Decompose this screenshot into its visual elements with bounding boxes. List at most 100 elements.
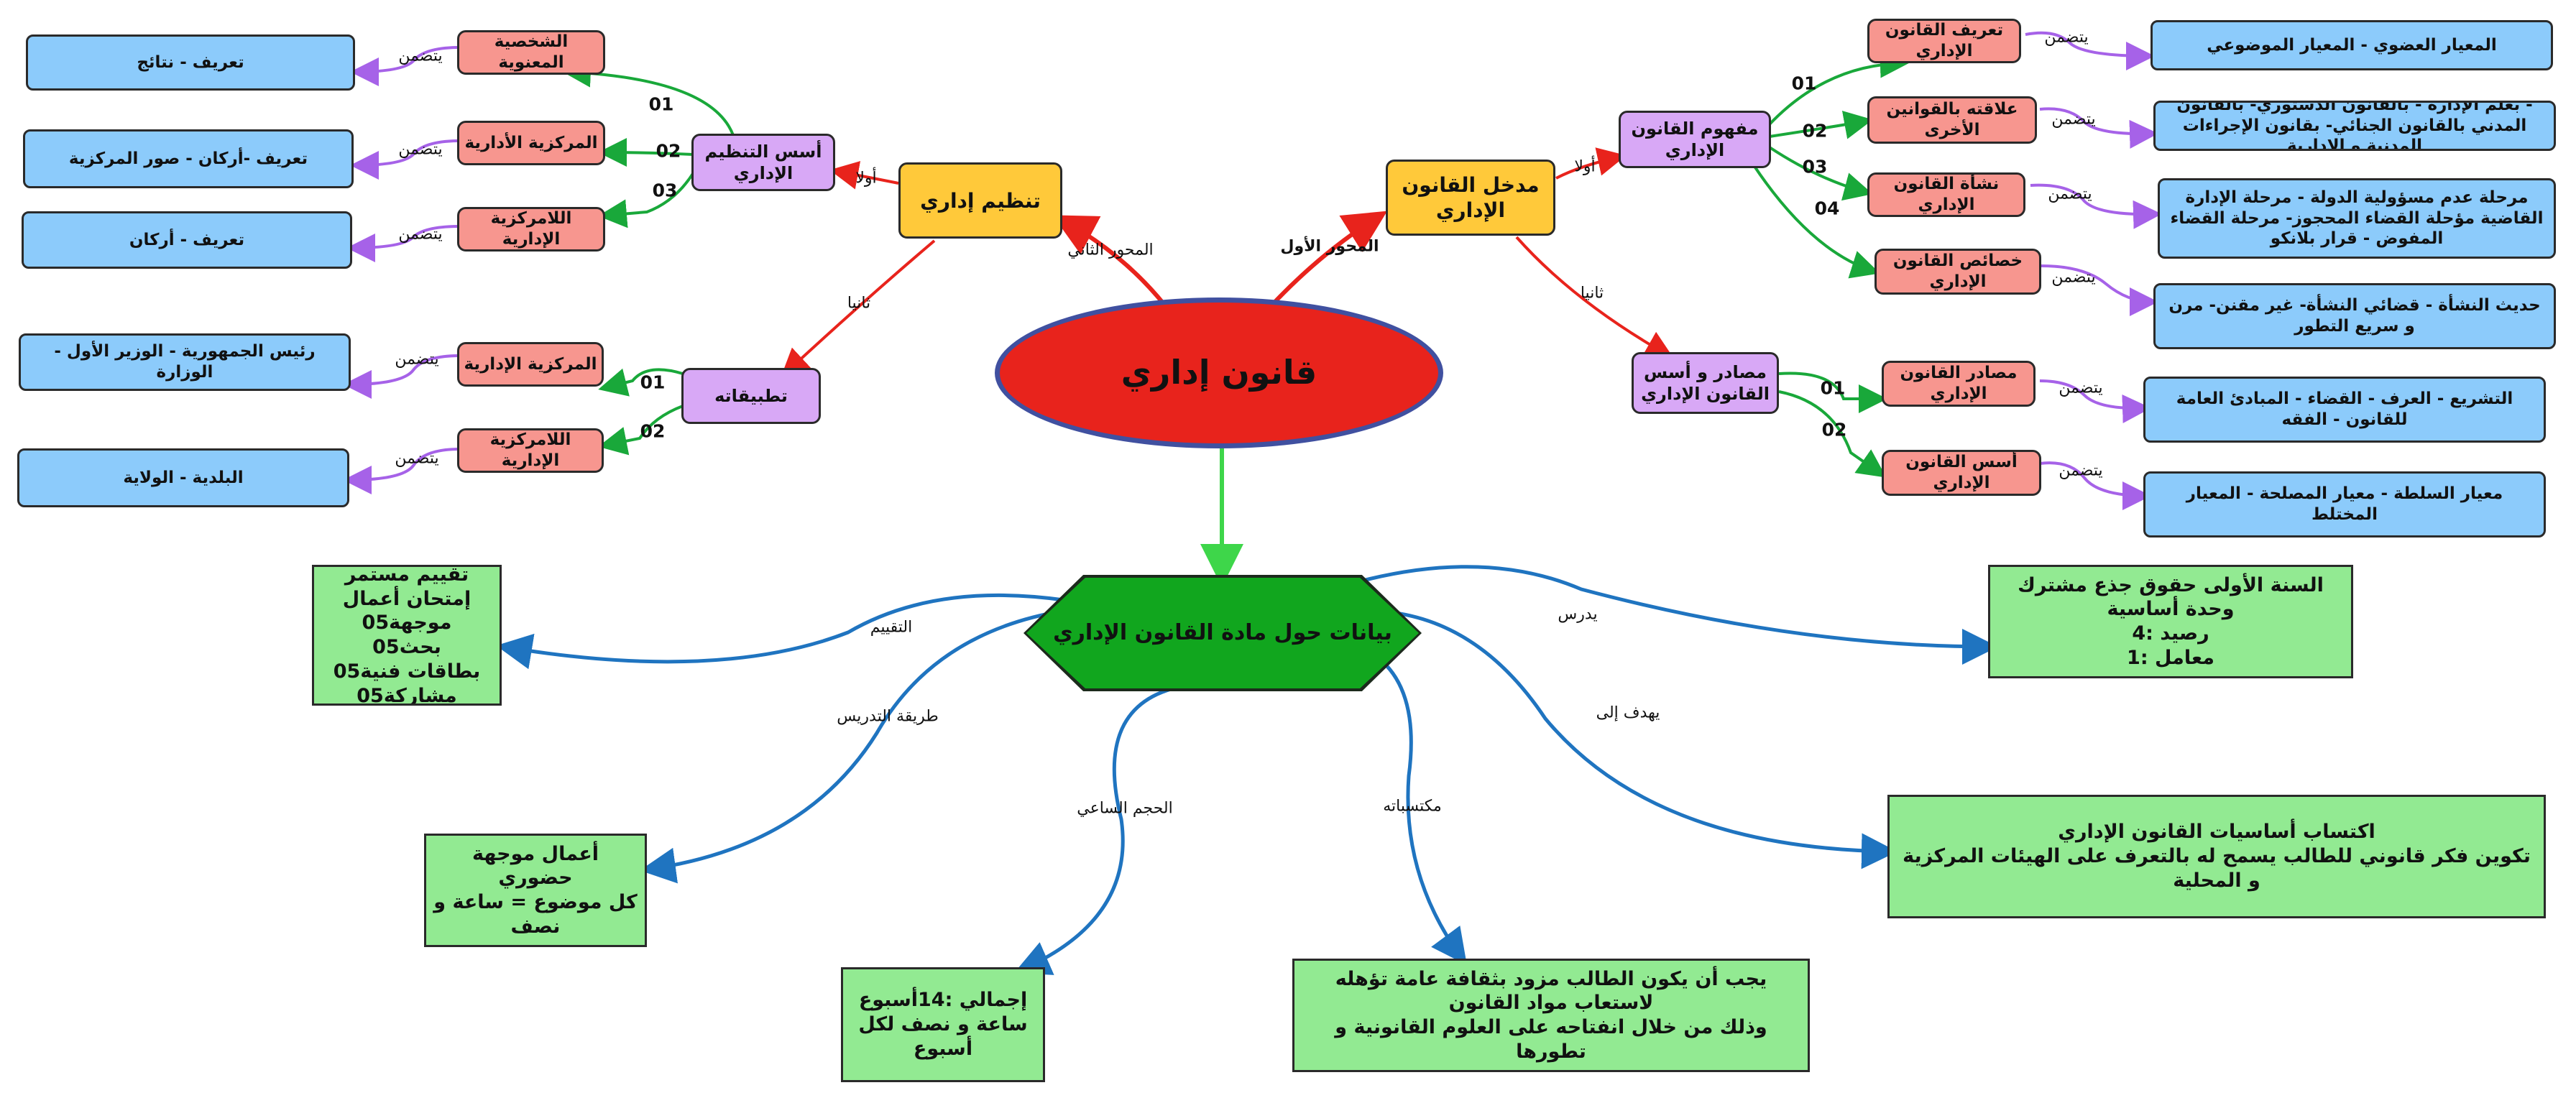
link-course-aims	[1365, 609, 1898, 869]
app-num-1: 01	[640, 372, 666, 393]
course-studied-label: يدرس	[1558, 605, 1598, 624]
concept-detail-4: حديث النشأة - قضائي النشأة- غير مقنن- مر…	[2153, 283, 2556, 349]
concept-item-4[interactable]: خصائص القانون الإداري	[1874, 249, 2041, 295]
link-concept-2	[1769, 111, 1873, 139]
link-inc-f1	[350, 46, 461, 86]
app-num-2: 02	[640, 420, 666, 442]
link-concept-3	[1768, 146, 1873, 201]
found-item-2[interactable]: المركزية الأدارية	[457, 121, 605, 165]
found-item-3[interactable]: اللامركزية الإدارية	[457, 207, 605, 252]
app-detail-1-text: رئيس الجمهورية - الوزير الأول - الوزارة	[54, 342, 316, 382]
axis2-title: تنظيم إداري	[920, 188, 1041, 213]
concept-detail-3: مرحلة عدم مسؤولية الدولة - مرحلة الإدارة…	[2158, 178, 2556, 259]
found-includes-2: يتضمن	[398, 140, 443, 159]
concept-num-2: 02	[1802, 120, 1828, 142]
sources-item-1[interactable]: مصادر القانون الإداري	[1882, 361, 2036, 407]
prereq-line-1: يجب أن يكون الطالب مزود بثقافة عامة تؤهل…	[1335, 967, 1767, 1015]
link-axis2-applications	[781, 239, 936, 378]
concept-item-3[interactable]: نشأة القانون الإداري	[1867, 172, 2025, 217]
concept-num-3: 03	[1802, 156, 1828, 177]
link-sources-2	[1778, 390, 1887, 478]
app-detail-1: رئيس الجمهورية - الوزير الأول - الوزارة	[19, 333, 351, 391]
concept-includes-4: يتضمن	[2051, 268, 2096, 287]
link-concept-4	[1752, 164, 1880, 279]
concept-item-1[interactable]: تعريف القانون الإداري	[1867, 19, 2021, 63]
concept-detail-1-text: المعيار العضوي - المعيار الموضوعي	[2207, 35, 2497, 55]
sources-detail-2: معيار السلطة - معيار المصلحة - المعيار ا…	[2143, 471, 2546, 538]
hours-line-1: إجمالي :14أسبوع	[858, 989, 1028, 1012]
link-inc-a2	[343, 448, 461, 494]
axis1-title: مدخل القانون الإداري	[1402, 173, 1540, 222]
course-studied-box: السنة الأولى حقوق جذع مشترك وحدة أساسية …	[1988, 565, 2353, 678]
link-axis1-sources	[1515, 236, 1674, 359]
concept-includes-2: يتضمن	[2051, 110, 2096, 129]
found-detail-3-text: تعريف - أركان	[129, 230, 245, 249]
aims-line-2: تكوين فكر قانوني للطالب يسمح له بالتعرف …	[1903, 845, 2531, 892]
eval-line-5: مشاركة05	[356, 684, 457, 706]
found-num-3: 03	[652, 180, 678, 201]
app-detail-2-text: البلدية - الولاية	[123, 468, 244, 487]
axis2-node[interactable]: تنظيم إداري	[898, 162, 1062, 239]
eval-line-3: بحث05	[372, 636, 441, 658]
link-center-axis2	[1052, 215, 1167, 306]
course-title: بيانات حول مادة القانون الإداري	[1053, 620, 1392, 646]
app-includes-1: يتضمن	[395, 350, 439, 369]
concept-includes-3: يتضمن	[2048, 185, 2092, 203]
link-inc-a1	[343, 354, 461, 399]
sources-includes-2: يتضمن	[2058, 461, 2103, 480]
axis1-node[interactable]: مدخل القانون الإداري	[1386, 160, 1555, 236]
course-prereq-label: مكتسباته	[1383, 797, 1442, 816]
app-item-1[interactable]: المركزية الإدارية	[457, 342, 604, 387]
applications-title: تطبيقاته	[714, 386, 788, 406]
edge-label-axis2: المحور الثاني	[1067, 241, 1154, 259]
axis1-first-label: أولا	[1574, 157, 1596, 176]
app-item-2[interactable]: اللامركزية الإدارية	[457, 428, 604, 473]
aims-line-1: اكتساب أساسيات القانون الإداري	[2058, 821, 2375, 844]
method-line-2: حضوري	[498, 867, 573, 890]
link-course-method	[640, 609, 1064, 884]
concept-item-4-title: خصائص القانون الإداري	[1892, 252, 2023, 291]
app-item-1-title: المركزية الإدارية	[464, 354, 597, 374]
sources-item-1-title: مصادر القانون الإداري	[1900, 364, 2018, 403]
concept-num-1: 01	[1791, 73, 1817, 94]
axis2-second-label: ثانيا	[847, 294, 871, 313]
found-item-2-title: المركزية الأدارية	[464, 133, 598, 152]
found-num-2: 02	[656, 140, 681, 162]
found-item-3-title: اللامركزية الإدارية	[490, 209, 572, 249]
concept-title: مفهوم القانون الإداري	[1631, 119, 1759, 160]
edge-label-axis1: المحور الأول	[1280, 237, 1379, 256]
applications-node[interactable]: تطبيقاته	[681, 368, 821, 424]
link-found-1	[562, 58, 735, 136]
link-axis1-concept	[1555, 147, 1627, 180]
prereq-line-2: وذلك من خلال انفتاحه على العلوم القانوني…	[1335, 1016, 1767, 1063]
studied-line-2: وحدة أساسية	[2107, 598, 2235, 621]
eval-line-1: تقييم مستمر	[344, 565, 469, 586]
sources-title: مصادر و أسس القانون الإداري	[1641, 362, 1770, 404]
concept-item-3-title: نشأة القانون الإداري	[1893, 175, 2000, 214]
course-prereq-box: يجب أن يكون الطالب مزود بثقافة عامة تؤهل…	[1292, 959, 1810, 1072]
sources-num-1: 01	[1820, 377, 1846, 399]
link-center-axis1	[1270, 211, 1388, 307]
link-axis2-foundations	[829, 161, 899, 190]
link-app-2	[598, 405, 684, 456]
course-method-box: أعمال موجهة حضوري كل موضوع = ساعة و نصف	[424, 834, 647, 947]
central-node[interactable]: قانون إداري	[995, 297, 1443, 448]
method-line-1: أعمال موجهة	[472, 842, 599, 865]
link-inc-s2	[2039, 461, 2151, 510]
link-course-studied	[1343, 565, 1998, 665]
app-detail-2: البلدية - الولاية	[17, 448, 349, 507]
course-method-label: طريقة التدريس	[837, 707, 939, 726]
course-node[interactable]: بيانات حول مادة القانون الإداري	[1026, 578, 1419, 688]
found-item-1[interactable]: الشخصية المعنوية	[457, 30, 605, 75]
sources-item-2[interactable]: أسس القانون الإداري	[1882, 450, 2041, 496]
link-inc-f2	[350, 139, 461, 180]
link-found-3	[598, 171, 695, 229]
studied-line-1: السنة الأولى حقوق جذع مشترك	[2018, 573, 2324, 596]
concept-detail-1: المعيار العضوي - المعيار الموضوعي	[2150, 20, 2553, 70]
foundations-node[interactable]: أسس التنظيم الإداري	[691, 134, 835, 191]
concept-item-2[interactable]: علاقته بالقوانين الأخرى	[1867, 96, 2037, 144]
concept-node[interactable]: مفهوم القانون الإداري	[1619, 111, 1771, 168]
sources-node[interactable]: مصادر و أسس القانون الإداري	[1632, 352, 1779, 414]
